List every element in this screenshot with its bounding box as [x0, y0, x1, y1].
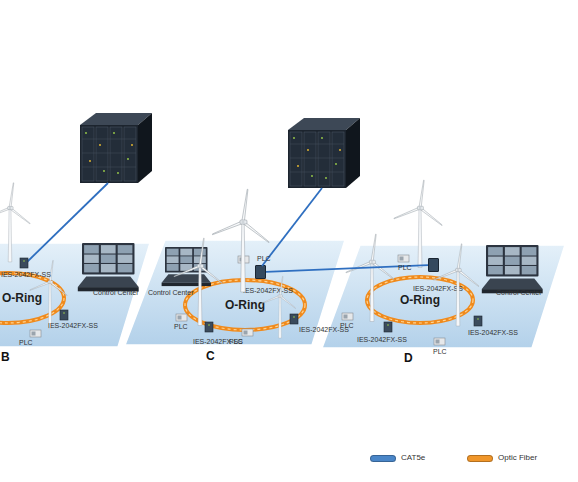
- wind-turbine: [29, 260, 67, 328]
- server-rack: [288, 118, 360, 188]
- switch-model: IES-2042FX-SS: [243, 287, 293, 294]
- control-center-icon: [162, 247, 211, 286]
- plc-icon: [242, 329, 253, 336]
- switch-icon: [60, 310, 68, 320]
- fiber-ring: [0, 273, 64, 323]
- legend-swatch: [467, 455, 493, 462]
- site-platform: DO-RingIES-2042FX-SS: [318, 243, 568, 368]
- platform-outline: [0, 243, 150, 347]
- legend-text: CAT5e: [401, 453, 425, 462]
- device-label: PLC: [433, 348, 447, 355]
- switch-icon: [20, 258, 28, 268]
- site-platform: B O-Ring: [0, 243, 150, 368]
- cat5e-link-group: [266, 265, 428, 272]
- cat5e-wire: [27, 183, 108, 262]
- switch-icons: [20, 258, 482, 332]
- legend-text: Optic Fiber: [498, 453, 537, 462]
- plc-icon: [176, 314, 187, 321]
- ethernet-switch: IES-2042FX-SS: [428, 258, 439, 272]
- switch-icon: [384, 322, 392, 332]
- wind-turbine: [212, 189, 270, 292]
- control-center-icon: [78, 243, 139, 291]
- plc-icon: [238, 256, 249, 263]
- wind-turbine: [394, 180, 443, 267]
- platform-outline: [322, 245, 565, 348]
- plc-icon: [398, 255, 409, 262]
- wind-turbine: [261, 276, 296, 338]
- platform-outline: [125, 240, 345, 345]
- o-ring: O-Ring: [183, 278, 307, 332]
- wind-turbine: [433, 244, 479, 326]
- o-ring: O-Ring: [365, 275, 475, 325]
- platform-shape: [0, 243, 150, 368]
- switch-icon: [290, 314, 298, 324]
- o-ring: O-Ring: [0, 271, 66, 325]
- wind-turbine: [346, 234, 395, 321]
- wind-turbine: [174, 238, 223, 325]
- site-letter: B: [1, 350, 10, 364]
- cat5e-link: [266, 265, 428, 272]
- cat5e-wire: [262, 188, 322, 266]
- site-letter: C: [206, 349, 215, 363]
- switch-model: IES-2042FX-SS: [413, 285, 463, 292]
- plc-icon: [342, 313, 353, 320]
- ethernet-switch: IES-2042FX-SS: [255, 265, 266, 279]
- ring-name: O-Ring: [183, 298, 307, 312]
- fiber-ring-highlight: [0, 273, 64, 323]
- control-centers: [78, 243, 543, 293]
- ring-name: O-Ring: [365, 293, 475, 307]
- cat5e-wires: [27, 183, 322, 266]
- legend-swatch: [370, 455, 396, 462]
- plc-icon: [30, 330, 41, 337]
- switch-icon: [205, 322, 213, 332]
- server-rack: [80, 113, 152, 183]
- plc-icons: [30, 255, 445, 345]
- wind-turbine: [0, 183, 31, 262]
- control-center-icon: [482, 245, 543, 293]
- site-letter: D: [404, 351, 413, 365]
- ring-name: O-Ring: [2, 291, 42, 305]
- site-platform: C O-Ring IES-2042FX-SS: [125, 238, 347, 368]
- server-racks: [80, 113, 360, 188]
- wind-turbines: [0, 180, 479, 338]
- platform-shape: [318, 243, 568, 368]
- switch-icon: [474, 316, 482, 326]
- plc-icon: [434, 338, 445, 345]
